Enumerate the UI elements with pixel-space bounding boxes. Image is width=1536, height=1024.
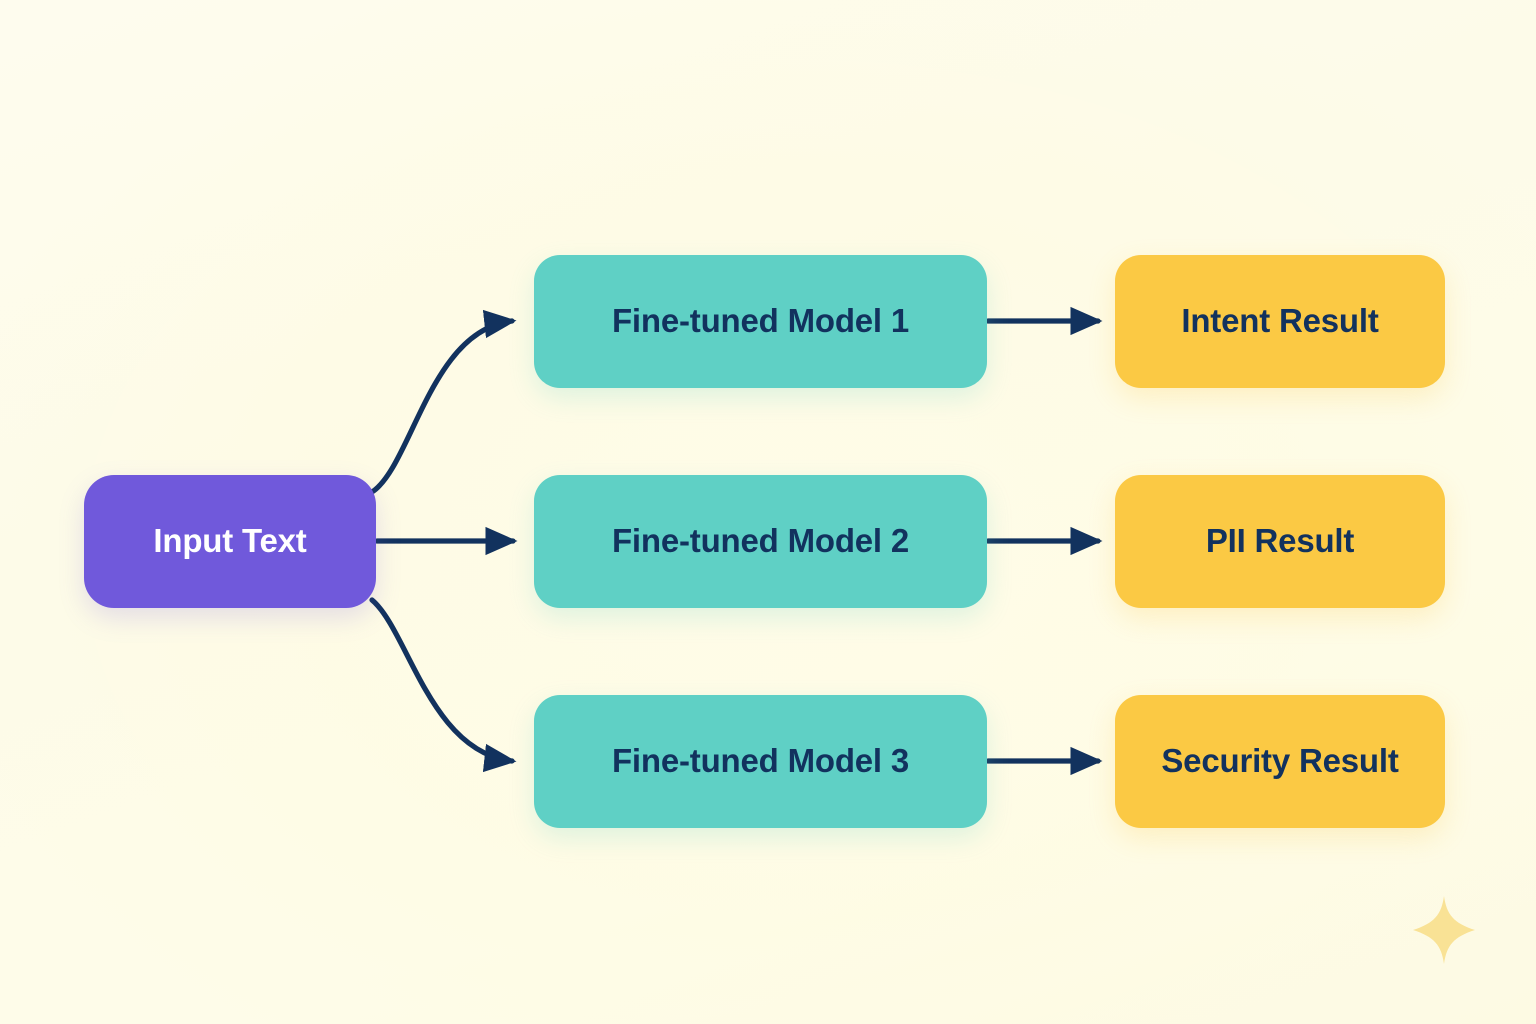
node-security-result-label: Security Result [1161,742,1399,780]
node-input-text[interactable]: Input Text [84,475,376,608]
node-input-text-label: Input Text [153,522,307,560]
node-fine-tuned-model-3-label: Fine-tuned Model 3 [611,742,910,780]
node-pii-result-label: PII Result [1205,522,1355,560]
node-intent-result-label: Intent Result [1181,302,1379,340]
node-fine-tuned-model-2[interactable]: Fine-tuned Model 2 [534,475,987,608]
node-pii-result[interactable]: PII Result [1115,475,1445,608]
node-fine-tuned-model-2-label: Fine-tuned Model 2 [611,522,910,560]
node-fine-tuned-model-1[interactable]: Fine-tuned Model 1 [534,255,987,388]
node-intent-result[interactable]: Intent Result [1115,255,1445,388]
node-security-result[interactable]: Security Result [1115,695,1445,828]
node-fine-tuned-model-3[interactable]: Fine-tuned Model 3 [534,695,987,828]
edge-input-to-model-1 [369,309,517,495]
edge-input-to-model-3 [369,597,517,773]
sparkle-icon [1413,896,1475,964]
node-fine-tuned-model-1-label: Fine-tuned Model 1 [611,302,910,340]
